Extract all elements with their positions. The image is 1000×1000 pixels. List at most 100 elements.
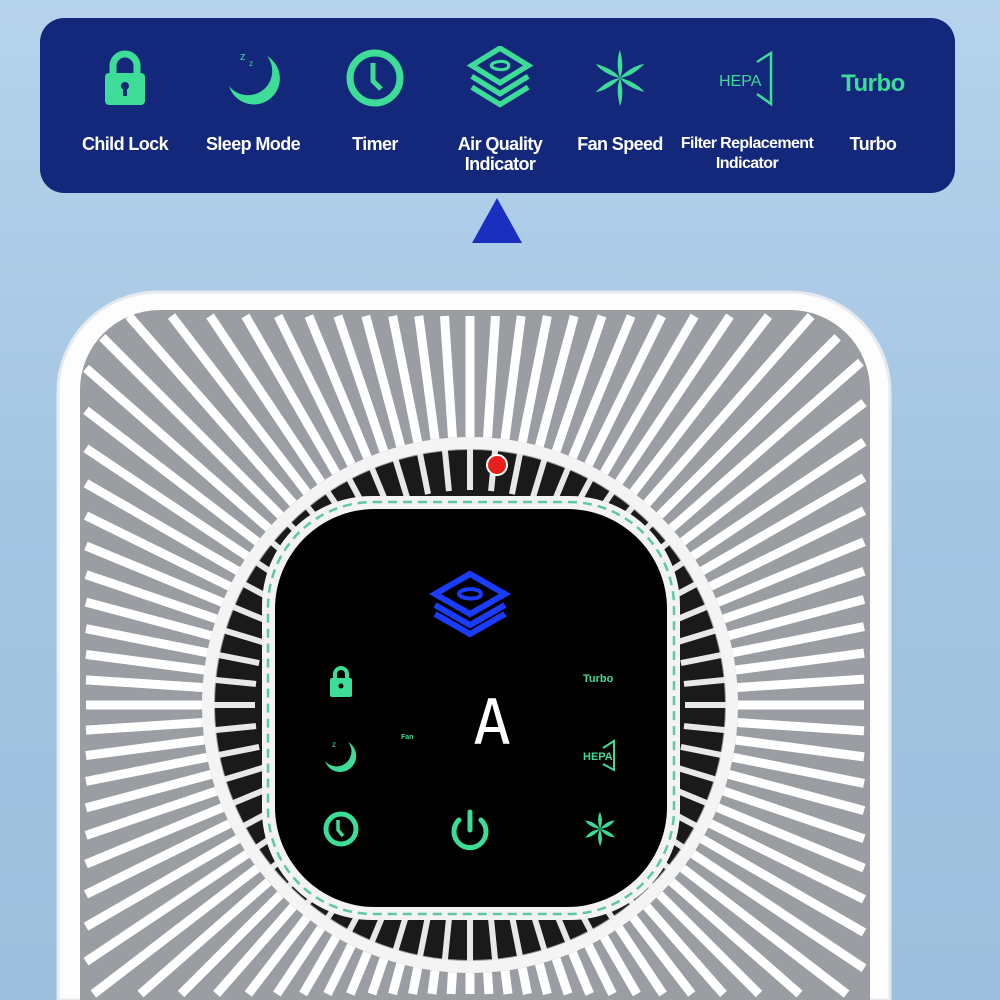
vent-slat: [90, 864, 261, 998]
vent-slat: [679, 864, 850, 998]
vent-slat: [722, 566, 866, 624]
vent-slat: [535, 314, 579, 448]
vent-slat: [212, 676, 257, 687]
vent-slat: [85, 675, 203, 692]
vent-slat: [416, 451, 431, 495]
vent-slat: [84, 570, 218, 624]
svg-text:z: z: [249, 59, 253, 68]
vent-slat: [708, 819, 866, 904]
vent-slat: [690, 850, 867, 973]
vent-slat: [213, 903, 297, 997]
vent-slat: [392, 457, 411, 501]
vent-slat: [304, 314, 372, 460]
power-button-icon[interactable]: [451, 809, 489, 851]
vent-slat: [273, 925, 325, 997]
vent-slat: [83, 406, 261, 546]
vent-slat: [674, 764, 718, 783]
svg-text:z: z: [240, 51, 246, 63]
vent-slat: [416, 915, 431, 959]
aqi-indicator-icon: [428, 570, 512, 638]
vent-slat: [737, 718, 865, 736]
vent-slat: [441, 918, 452, 963]
hepa-indicator: HEPA: [583, 739, 615, 772]
feature-filter-replacement: HEPA Filter Replacement Indicator: [681, 18, 814, 193]
vent-slat: [699, 835, 867, 937]
vent-slat: [84, 770, 213, 813]
vent-slat: [414, 315, 440, 440]
vent-slat: [727, 595, 866, 640]
vent-slat: [483, 315, 500, 438]
pointer-arrow-head: [472, 198, 522, 243]
vent-slat: [440, 315, 457, 438]
vent-slat: [715, 537, 866, 607]
pointer-origin-dot: [486, 454, 508, 476]
vent-slat: [679, 399, 867, 546]
hepa-filter-icon: HEPA: [719, 50, 773, 107]
vent-slat: [683, 723, 728, 734]
vent-slat: [483, 972, 494, 995]
vent-slat: [323, 943, 356, 996]
child-lock-button-icon[interactable]: [330, 666, 352, 697]
feature-turbo: Turbo Turbo: [808, 18, 938, 193]
vent-slat: [674, 627, 718, 646]
vent-slat: [643, 903, 727, 997]
vent-slat: [244, 914, 311, 997]
vent-slat: [299, 934, 340, 997]
sleep-mode-button-icon[interactable]: z: [325, 740, 357, 772]
fan-blade: [600, 820, 615, 829]
fan-speed-button-icon[interactable]: [584, 812, 615, 846]
vent-slat: [216, 651, 260, 666]
fan-label: Fan: [401, 734, 413, 741]
vent-slat: [668, 878, 803, 998]
vent-slat: [668, 358, 864, 532]
vent-slat: [367, 957, 389, 996]
vent-slat: [680, 744, 724, 759]
control-display: [275, 509, 667, 907]
vent-slat: [615, 313, 734, 485]
vent-slat: [346, 950, 372, 996]
vent-slat: [735, 735, 865, 762]
vent-slat: [629, 313, 773, 496]
vent-slat: [85, 718, 203, 735]
vent-slat: [137, 878, 272, 998]
vent-slat: [85, 649, 205, 675]
vent-slat: [99, 334, 284, 519]
vent-slat: [731, 752, 865, 788]
display-outline-dashed: [266, 500, 676, 916]
moon-icon: zz: [229, 51, 280, 105]
vent-slat: [274, 314, 356, 467]
svg-text:HEPA: HEPA: [719, 73, 762, 90]
vent-slat: [727, 770, 866, 815]
vent-slat: [735, 648, 865, 675]
vent-slat: [83, 835, 241, 931]
feature-fan-speed: Fan Speed: [555, 18, 685, 193]
vent-slat: [427, 970, 440, 995]
vent-slat: [722, 786, 866, 844]
vent-slat: [441, 447, 452, 492]
vent-slat: [643, 313, 815, 507]
vent-slat: [731, 622, 865, 658]
vent-slat: [241, 313, 340, 476]
vent-slat: [683, 676, 728, 687]
vent-slat: [84, 786, 218, 840]
fan-icon: [595, 50, 645, 106]
feature-air-quality: Air Quality Indicator: [435, 18, 565, 193]
vent-slat: [206, 313, 325, 485]
vent-slat: [84, 541, 225, 607]
fan-blade: [585, 829, 600, 838]
mode-digit: A: [473, 686, 510, 759]
vent-slat: [388, 315, 423, 444]
timer-button-icon[interactable]: [323, 811, 359, 847]
vent-slat: [500, 315, 526, 440]
vent-slat: [84, 803, 225, 869]
vent-slat: [488, 918, 499, 963]
fan-blade: [598, 812, 602, 829]
vent-slat: [715, 803, 866, 873]
vent-slat: [568, 950, 594, 996]
vent-slat: [500, 970, 513, 995]
vent-slat: [615, 925, 667, 997]
vent-slat: [84, 597, 213, 640]
feature-child-lock: Child Lock: [60, 18, 190, 193]
fan-blade: [598, 829, 602, 846]
